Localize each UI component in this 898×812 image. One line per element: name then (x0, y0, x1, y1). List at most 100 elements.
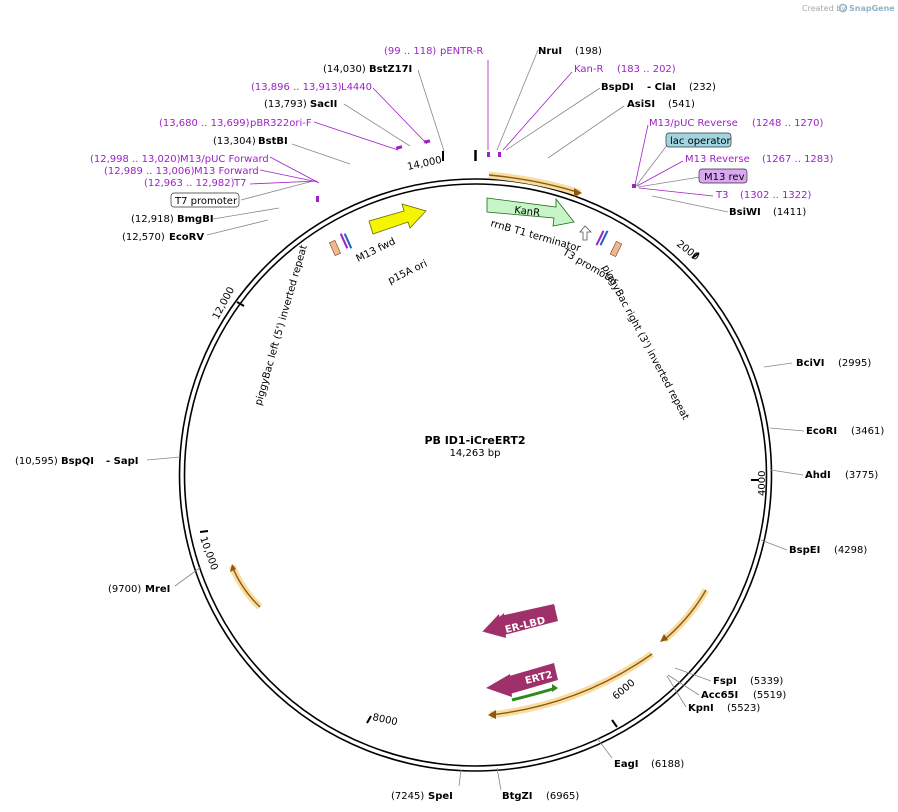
svg-text:(183 .. 202): (183 .. 202) (617, 64, 676, 75)
kanr-feature: KanR (486, 197, 575, 227)
svg-text:BspQI: BspQI (61, 456, 94, 467)
primer-t3: T3 (1302 .. 1322) (715, 190, 812, 201)
site-btgzi: BtgZI (6965) (502, 791, 579, 802)
svg-text:(13,304): (13,304) (213, 136, 256, 147)
svg-text:(5519): (5519) (753, 690, 786, 701)
primer-t7: (12,963 .. 12,982) T7 (144, 178, 246, 189)
svg-text:- ClaI: - ClaI (647, 82, 676, 93)
svg-text:(1302 .. 1322): (1302 .. 1322) (740, 190, 812, 201)
svg-text:(1267 .. 1283): (1267 .. 1283) (762, 154, 834, 165)
primer-m13-puc-forward: (12,998 .. 13,020) M13/pUC Forward (90, 154, 269, 165)
svg-text:(2995): (2995) (838, 358, 871, 369)
site-ecorv: (12,570) EcoRV (122, 232, 204, 243)
svg-text:(6965): (6965) (546, 791, 579, 802)
primer-pentr-r: (99 .. 118) pENTR-R (384, 46, 483, 57)
svg-text:NruI: NruI (538, 46, 562, 57)
svg-text:FspI: FspI (713, 676, 737, 687)
box-t7-promoter: T7 promoter (170, 192, 240, 208)
primer-l4440: (13,896 .. 13,913) L4440 (251, 82, 372, 93)
box-m13-rev: M13 rev (698, 168, 748, 184)
svg-text:BspDI: BspDI (601, 82, 634, 93)
svg-text:pBR322ori-F: pBR322ori-F (250, 118, 312, 129)
svg-text:AsiSI: AsiSI (627, 99, 655, 110)
site-kpni: KpnI (5523) (688, 703, 760, 714)
plasmid-length: 14,263 bp (450, 448, 501, 459)
svg-text:Kan-R: Kan-R (574, 64, 603, 75)
er-lbd-feature: ER-LBD (482, 604, 558, 638)
svg-text:(13,793): (13,793) (264, 99, 307, 110)
svg-text:BmgBI: BmgBI (177, 214, 214, 225)
svg-text:M13 Reverse: M13 Reverse (685, 154, 750, 165)
site-bstz17i: (14,030) BstZ17I (323, 64, 412, 75)
svg-text:L4440: L4440 (341, 82, 372, 93)
kanr-label: KanR (514, 205, 541, 219)
snapgene-logo-icon (838, 3, 848, 13)
svg-text:(9700): (9700) (108, 584, 141, 595)
site-bspqi-sapi: (10,595) BspQI - SapI (15, 456, 138, 467)
site-bspei: BspEI (4298) (789, 545, 867, 556)
primer-kan-r: Kan-R (183 .. 202) (574, 64, 676, 75)
svg-text:(14,030): (14,030) (323, 64, 366, 75)
site-nrui: NruI (198) (538, 46, 602, 57)
site-bstbi: (13,304) BstBI (213, 136, 288, 147)
piggybac-left-label: piggyBac left (5') inverted repeat (253, 244, 309, 407)
svg-text:- SapI: - SapI (106, 456, 138, 467)
svg-text:(12,570): (12,570) (122, 232, 165, 243)
svg-text:(1411): (1411) (773, 207, 806, 218)
svg-text:SpeI: SpeI (428, 791, 453, 802)
primer-pbr322ori-f: (13,680 .. 13,699) pBR322ori-F (159, 118, 312, 129)
rrnb-terminator-icon (579, 225, 592, 241)
tick-label-6000: 6000 (611, 678, 638, 703)
svg-text:EagI: EagI (614, 759, 638, 770)
svg-text:AhdI: AhdI (805, 470, 831, 481)
site-sacii: (13,793) SacII (264, 99, 337, 110)
p15a-ori-label: p15A ori (386, 258, 429, 286)
svg-text:T3: T3 (715, 190, 728, 201)
svg-text:BspEI: BspEI (789, 545, 820, 556)
tick-marks (199, 151, 759, 728)
tick-label-4000: 4000 (757, 471, 768, 496)
primer-m13-reverse: M13 Reverse (1267 .. 1283) (685, 154, 834, 165)
site-bmgbi: (12,918) BmgBI (131, 214, 214, 225)
svg-text:(3461): (3461) (851, 426, 884, 437)
svg-text:(12,963 .. 12,982): (12,963 .. 12,982) (144, 178, 235, 189)
svg-text:pENTR-R: pENTR-R (440, 46, 483, 57)
svg-text:(4298): (4298) (834, 545, 867, 556)
svg-text:(99 .. 118): (99 .. 118) (384, 46, 436, 57)
credit-text: Created by (802, 4, 846, 13)
svg-text:(12,989 .. 13,006): (12,989 .. 13,006) (104, 166, 195, 177)
tick-label-8000: 8000 (371, 712, 398, 728)
svg-text:EcoRI: EcoRI (806, 426, 837, 437)
svg-text:(10,595): (10,595) (15, 456, 58, 467)
site-bcivi: BciVI (2995) (796, 358, 871, 369)
credit-brand: SnapGene (849, 4, 895, 13)
svg-text:BstBI: BstBI (258, 136, 288, 147)
svg-text:BciVI: BciVI (796, 358, 824, 369)
svg-text:KpnI: KpnI (688, 703, 714, 714)
svg-text:(541): (541) (668, 99, 695, 110)
small-markers (329, 225, 623, 258)
svg-text:(12,998 .. 13,020): (12,998 .. 13,020) (90, 154, 181, 165)
svg-text:lac operator: lac operator (670, 136, 731, 147)
site-bspdi-clai: BspDI - ClaI (232) (601, 82, 716, 93)
svg-text:(3775): (3775) (845, 470, 878, 481)
site-eagi: EagI (6188) (614, 759, 684, 770)
site-ahdi: AhdI (3775) (805, 470, 878, 481)
svg-text:SacII: SacII (310, 99, 337, 110)
leader-lines (146, 49, 805, 791)
site-mrei: (9700) MreI (108, 584, 170, 595)
piggybac-right-label: piggyBac right (3') inverted repeat (599, 263, 690, 422)
tick-label-12000: 12,000 (211, 285, 237, 321)
svg-text:(12,918): (12,918) (131, 214, 174, 225)
svg-text:(6188): (6188) (651, 759, 684, 770)
svg-text:Acc65I: Acc65I (701, 690, 738, 701)
svg-text:(1248 .. 1270): (1248 .. 1270) (752, 118, 824, 129)
backbone (178, 150, 773, 772)
ert2-feature: ERT2 (486, 663, 558, 697)
tick-label-10000: 10,000 (197, 535, 219, 572)
svg-text:M13 Forward: M13 Forward (194, 166, 259, 177)
svg-text:(13,680 .. 13,699): (13,680 .. 13,699) (159, 118, 250, 129)
site-ecori: EcoRI (3461) (806, 426, 884, 437)
site-asisi: AsiSI (541) (627, 99, 695, 110)
svg-text:EcoRV: EcoRV (169, 232, 204, 243)
